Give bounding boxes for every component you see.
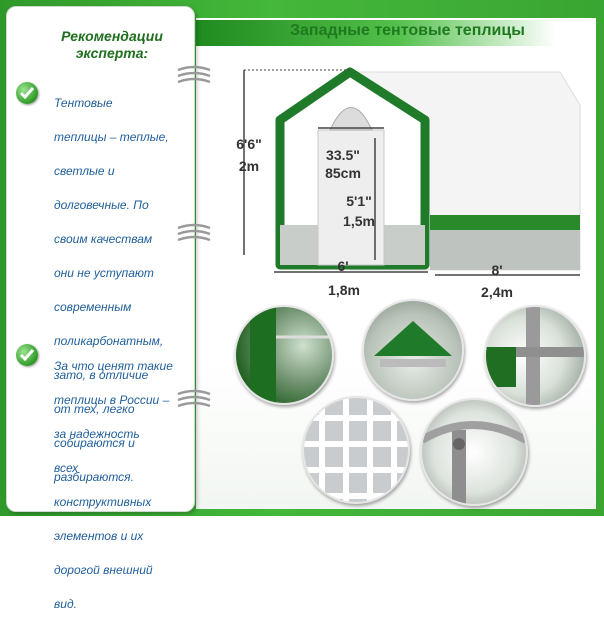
width-ft-label: 6' (337, 258, 349, 274)
door-height-ft-label: 5'1" (346, 193, 372, 209)
detail-photo (362, 299, 464, 401)
binder-ring-icon (177, 65, 211, 84)
checkmark-icon (16, 344, 38, 366)
binder-ring-icon (177, 389, 211, 408)
expert-title-line1: Рекомендации (61, 28, 163, 44)
checkmark-icon (16, 82, 38, 104)
detail-photo (420, 398, 528, 506)
tip-2: За что ценят такие теплицы в России – за… (54, 359, 173, 611)
page-title: Западные тентовые теплицы (290, 22, 525, 39)
expert-title-line2: эксперта: (75, 45, 149, 61)
binder-ring-icon (177, 223, 211, 242)
detail-photo (484, 305, 586, 407)
door-width-cm-label: 85cm (325, 165, 361, 181)
width-m-label: 1,8m (328, 282, 360, 298)
height-ft-label: 6'6" (236, 136, 262, 152)
detail-photo (234, 305, 334, 405)
length-m-label: 2,4m (481, 284, 513, 300)
height-m-label: 2m (238, 158, 260, 174)
tip-1: Тентовые теплицы – теплые, светлые и дол… (54, 96, 169, 484)
header-bar (196, 20, 596, 46)
door-height-m-label: 1,5m (343, 213, 375, 229)
greenhouse-illustration (243, 67, 581, 276)
detail-photo (302, 396, 410, 504)
expert-title: Рекомендации эксперта: (52, 28, 172, 62)
door-width-in-label: 33.5" (326, 147, 360, 163)
length-ft-label: 8' (491, 262, 503, 278)
